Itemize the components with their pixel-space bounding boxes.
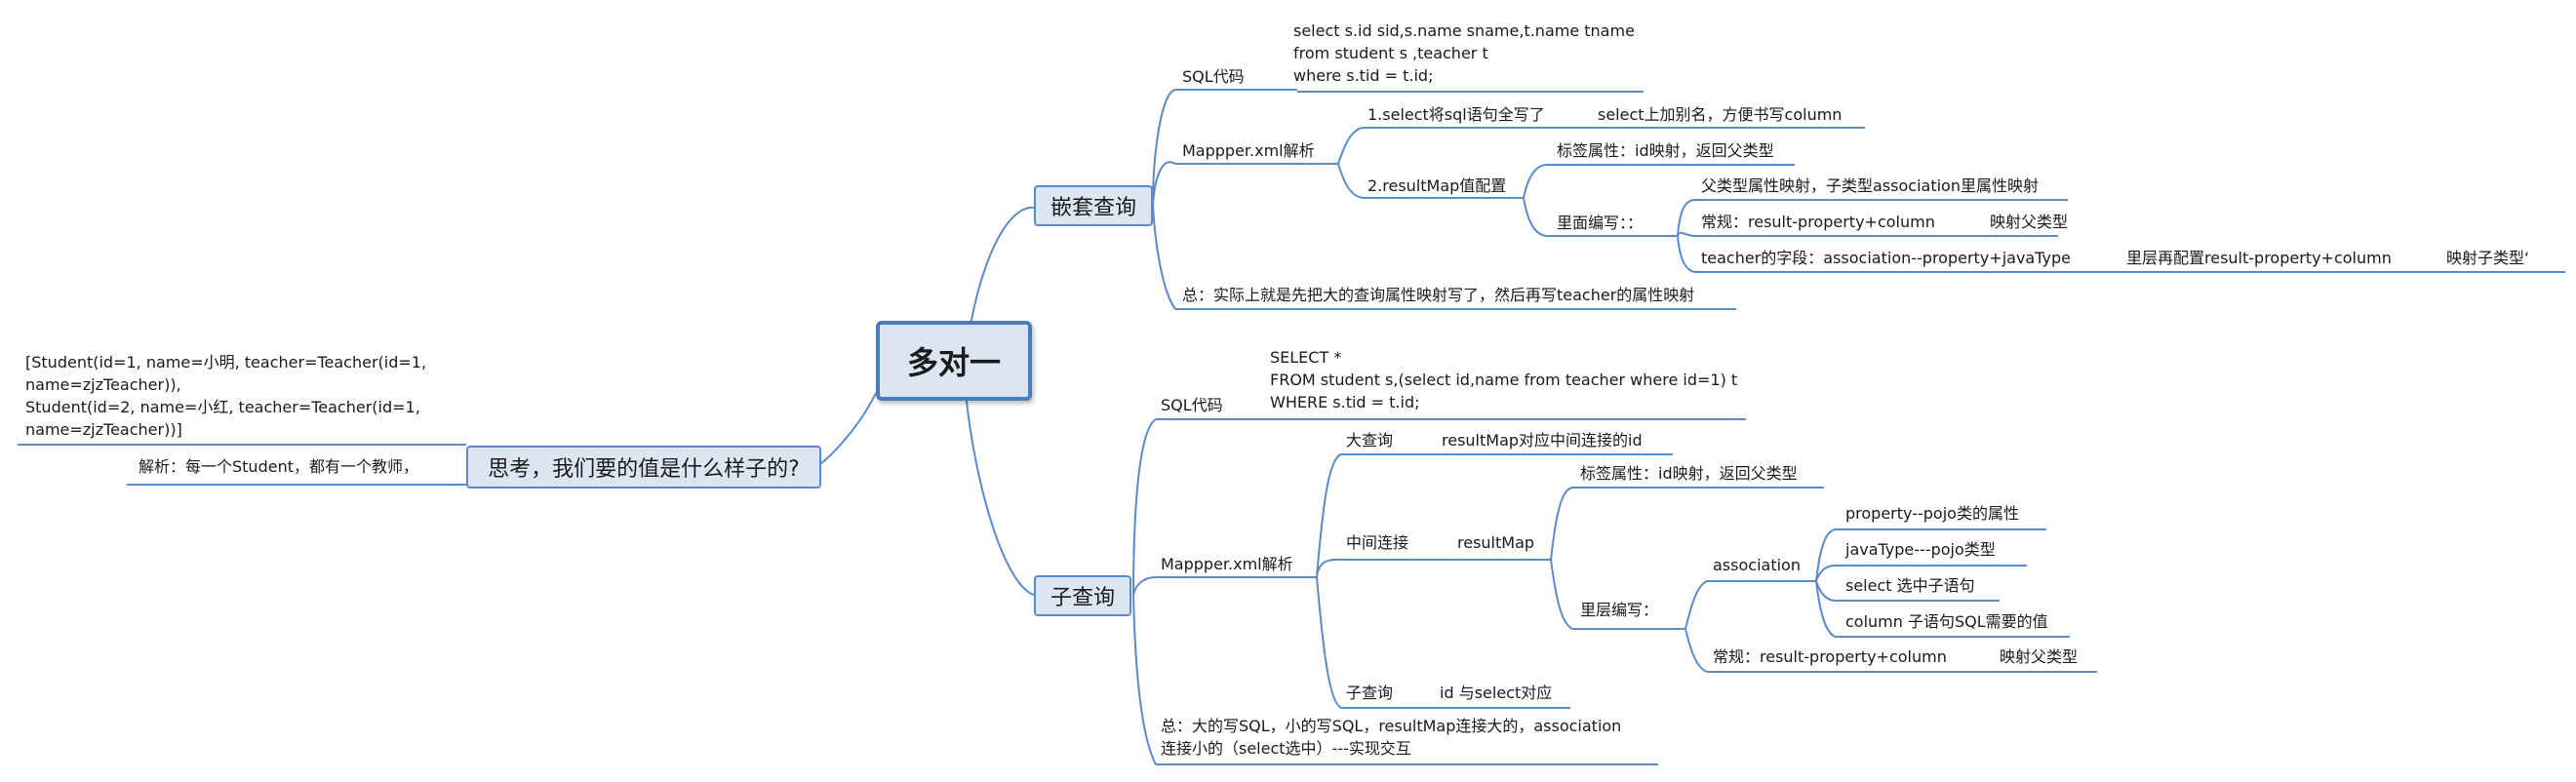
sub-subquery: 子查询 [1346,684,1394,702]
nested-attr: 标签属性：id映射，返回父类型 [1557,141,1774,160]
nested-inner-normal-map: 映射父类型 [1990,213,2069,231]
sub-summary: 总：大的写SQL，小的写SQL，resultMap连接大的，associatio… [1161,717,1622,758]
nested-sql-label: SQL代码 [1182,67,1245,86]
sub-subquery-note: id 与select对应 [1440,684,1553,702]
analysis-note: 解析：每一个Student，都有一个教师， [139,457,418,476]
sub-assoc-column: column 子语句SQL需要的值 [1845,612,2048,631]
nested-inner-normal: 常规：result-property+column [1701,213,1935,231]
nested-inner-teacher-map: 映射子类型‘ [2446,249,2530,267]
nested-sql-code: select s.id sid,s.name sname,t.name tnam… [1293,21,1635,85]
sub-normal-map: 映射父类型 [2000,647,2079,666]
thinking-node: 思考，我们要的值是什么样子的? [466,446,821,489]
nested-query-node: 嵌套查询 [1034,185,1153,226]
nested-inner-teacher: teacher的字段：association--property+javaTyp… [1701,249,2071,267]
nested-inner: 里面编写：： [1557,214,1644,232]
sub-sql-label: SQL代码 [1161,396,1223,414]
nested-step1-note: select上加别名，方便书写column [1598,105,1843,124]
result-example-text: [Student(id=1, name=小明, teacher=Teacher(… [25,353,427,439]
sub-middle: 中间连接 [1346,533,1409,552]
sub-assoc-javatype: javaType---pojo类型 [1845,540,1996,559]
root-node: 多对一 [876,321,1032,401]
nested-summary: 总：实际上就是先把大的查询属性映射写了，然后再写teacher的属性映射 [1182,286,1695,304]
nested-inner-parent: 父类型属性映射，子类型association里属性映射 [1701,176,2039,195]
sub-assoc-property: property--pojo类的属性 [1845,504,2019,523]
sub-big-query-note: resultMap对应中间连接的id [1442,431,1643,450]
nested-step2: 2.resultMap值配置 [1367,176,1507,195]
sub-resultmap: resultMap [1457,533,1535,552]
sub-normal: 常规：result-property+column [1713,647,1947,666]
sub-attr: 标签属性：id映射，返回父类型 [1580,464,1798,483]
nested-step1: 1.select将sql语句全写了 [1367,105,1545,124]
subquery-node: 子查询 [1034,575,1131,616]
sub-assoc-select: select 选中子语句 [1845,576,1975,595]
sub-inner: 里层编写： [1580,601,1659,619]
sub-big-query: 大查询 [1346,431,1394,450]
sub-mapper-label: Mappper.xml解析 [1161,555,1293,573]
nested-inner-teacher-inner: 里层再配置result-property+column [2126,249,2392,267]
sub-association: association [1713,556,1801,574]
sub-sql-code: SELECT * FROM student s,(select id,name … [1270,348,1738,411]
nested-mapper-label: Mappper.xml解析 [1182,141,1315,160]
